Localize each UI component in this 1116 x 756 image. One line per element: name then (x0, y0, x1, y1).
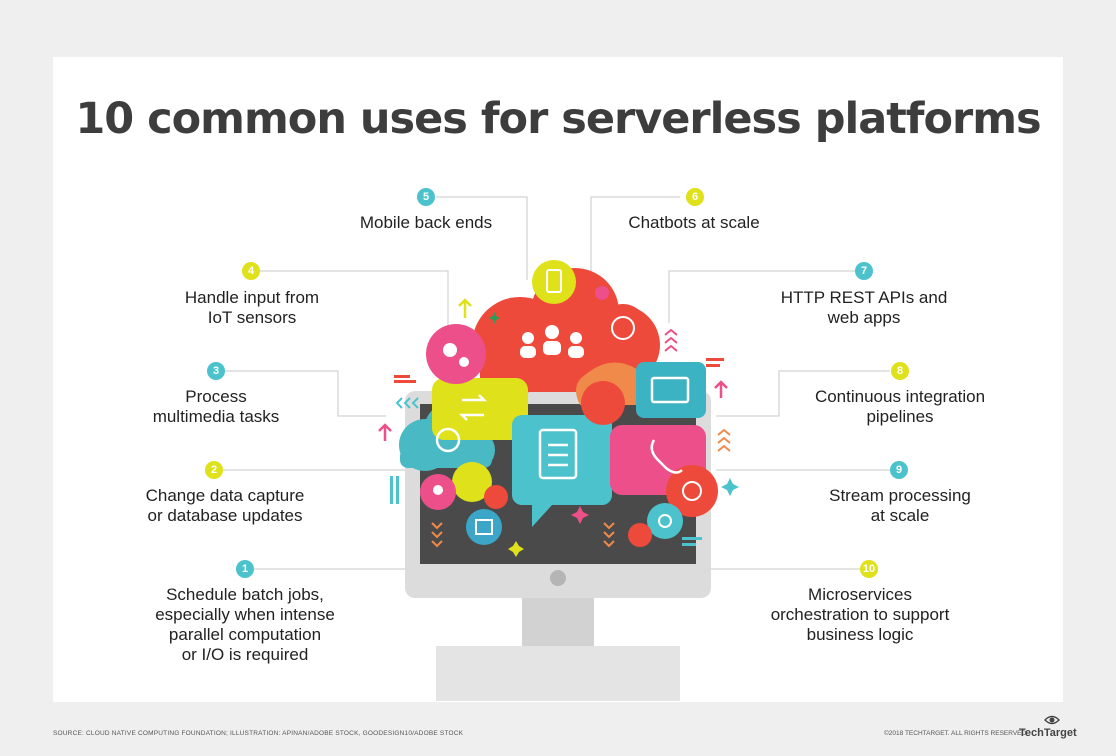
decorations (378, 298, 739, 557)
chat-bubble-icon (581, 381, 625, 425)
item-2-number: 2 (205, 461, 223, 479)
gear-icon (426, 324, 486, 384)
settings-gear-icon (666, 465, 718, 517)
camera-icon (647, 503, 683, 539)
item-8-number: 8 (891, 362, 909, 380)
source-credit: SOURCE: CLOUD NATIVE COMPUTING FOUNDATIO… (53, 730, 464, 737)
item-1-number: 1 (236, 560, 254, 578)
pink-dot (595, 286, 609, 300)
item-9-label: Stream processing at scale (829, 486, 971, 525)
item-6-number: 6 (686, 188, 704, 206)
star-icon (484, 485, 508, 509)
item-9-number: 9 (890, 461, 908, 479)
brand-logo: TechTarget (1019, 727, 1077, 739)
item-7-number: 7 (855, 262, 873, 280)
item-7-label: HTTP REST APIs and web apps (780, 288, 948, 327)
calendar-icon (466, 509, 502, 545)
clock-icon (435, 427, 461, 453)
connector-lines (222, 196, 890, 570)
item-3-number: 3 (207, 362, 225, 380)
item-3-label: Process multimedia tasks (152, 387, 280, 426)
clipboard-card (512, 415, 612, 527)
item-8-label: Continuous integration pipelines (814, 387, 986, 426)
item-6-label: Chatbots at scale (628, 213, 760, 232)
clipboard-icon (538, 428, 578, 480)
mobile-icon-2 (452, 462, 492, 502)
item-5-label: Mobile back ends (359, 213, 493, 232)
item-4-number: 4 (242, 262, 260, 280)
globe-icon (599, 304, 647, 352)
sync-icon (458, 394, 488, 421)
mobile-icon (532, 260, 576, 304)
phone-icon (650, 439, 683, 474)
cloud-upload-icon (628, 523, 652, 547)
yellow-card (432, 378, 528, 440)
icon-circles (420, 260, 718, 547)
item-4-label: Handle input from IoT sensors (184, 288, 320, 327)
item-2-label: Change data capture or database updates (145, 486, 305, 525)
item-1-label: Schedule batch jobs, especially when int… (155, 585, 335, 664)
techtarget-eye-icon (1044, 715, 1060, 725)
people-icon (520, 325, 584, 358)
item-10-number: 10 (860, 560, 878, 578)
laptop-card (636, 362, 706, 418)
laptop-icon (650, 376, 690, 404)
item-10-label: Microservices orchestration to support b… (770, 585, 950, 644)
item-5-number: 5 (417, 188, 435, 206)
page-title: 10 common uses for serverless platforms (75, 94, 1041, 144)
copyright-notice: ©2018 TECHTARGET. ALL RIGHTS RESERVED (884, 730, 1027, 737)
